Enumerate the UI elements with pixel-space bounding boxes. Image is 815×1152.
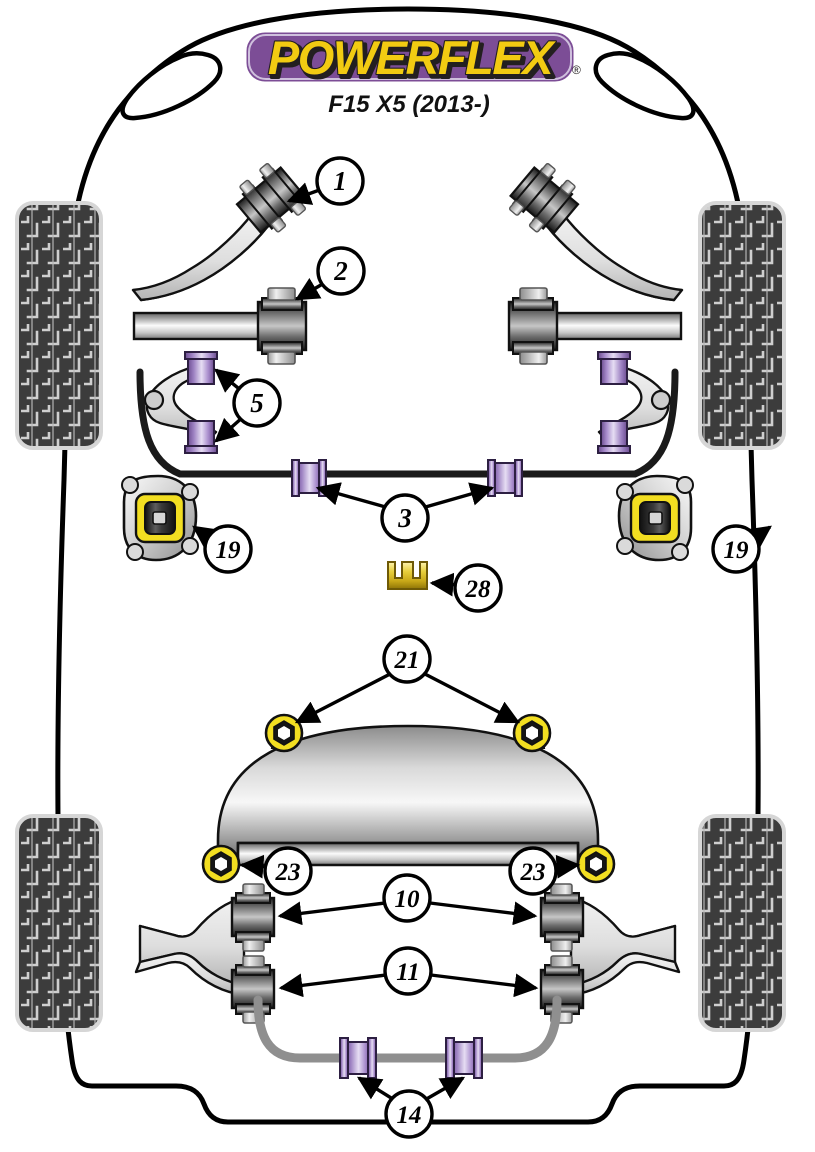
callout-10-rear-upper-arm-bush[interactable]: 10 xyxy=(382,873,432,923)
leader-11b xyxy=(430,973,539,998)
front-radius-arms-group xyxy=(143,351,672,454)
rear-subframe-bush-front-left xyxy=(264,713,304,753)
callout-number-label: 10 xyxy=(395,886,421,913)
callout-3-front-anti-roll-bar-bush[interactable]: 3 xyxy=(380,493,430,543)
logo-wordmark: POWERFLEX xyxy=(268,31,556,84)
engine-mounts-group xyxy=(121,474,694,562)
callout-19-engine-mount-insert-left[interactable]: 19 xyxy=(203,524,253,574)
callout-number-label: 11 xyxy=(396,959,420,986)
callout-number-label: 1 xyxy=(333,166,347,196)
logo-plate xyxy=(243,29,577,85)
front-radius-arm-right xyxy=(597,351,672,454)
powerflex-logo: POWERFLEX POWERFLEX ® xyxy=(243,29,581,89)
engine-mount-left xyxy=(121,474,199,562)
callout-number-label: 2 xyxy=(333,256,348,286)
rear-knuckle-left xyxy=(134,883,276,1024)
callout-number-label: 19 xyxy=(216,537,242,564)
leader-11a xyxy=(278,973,387,998)
callout-number-label: 21 xyxy=(394,647,420,674)
front-lower-arm-right xyxy=(507,287,683,365)
registered-trademark-icon: ® xyxy=(572,63,581,77)
front-upper-arm-right xyxy=(508,162,684,302)
front-arb-bush-right xyxy=(487,459,523,497)
leader-21b xyxy=(422,671,521,724)
engine-mount-right xyxy=(616,474,694,562)
callout-circle xyxy=(711,524,761,574)
callout-28-gearbox-mount-insert[interactable]: 28 xyxy=(453,563,503,613)
callout-21-rear-subframe-front-bush[interactable]: 21 xyxy=(382,634,432,684)
callout-circle xyxy=(380,493,430,543)
callout-circle xyxy=(453,563,503,613)
callout-circle xyxy=(232,378,282,428)
leader-23L xyxy=(239,854,269,879)
callout-number-label: 23 xyxy=(275,859,301,886)
callout-circle xyxy=(383,946,433,996)
leader-3a xyxy=(315,482,390,510)
callout-number-label: 19 xyxy=(724,537,750,564)
leader-14a xyxy=(356,1076,397,1103)
front-lower-arm-left xyxy=(132,287,308,365)
front-radius-arm-left xyxy=(143,351,218,454)
logo-plate-inner-border xyxy=(248,34,572,80)
front-right-tyre xyxy=(698,201,786,450)
callout-number-label: 14 xyxy=(397,1102,422,1129)
rear-arb-bush-left xyxy=(339,1037,377,1079)
rear-arb-bush-right xyxy=(445,1037,483,1079)
left-mirror-icon xyxy=(120,51,223,121)
rear-anti-roll-bar xyxy=(253,995,562,1079)
leader-21a xyxy=(294,671,393,724)
callout-11-rear-lower-arm-bush[interactable]: 11 xyxy=(383,946,433,996)
callout-number-label: 3 xyxy=(397,503,412,533)
rear-left-tyre xyxy=(15,814,103,1032)
front-lower-arms-group xyxy=(132,287,683,365)
rear-subframe-bush-rear-right xyxy=(576,844,616,884)
leader-5b xyxy=(214,415,245,443)
rear-subframe xyxy=(201,713,616,884)
callout-circle xyxy=(203,524,253,574)
leader-10a xyxy=(277,901,386,926)
tyres-group xyxy=(15,201,786,1032)
leader-10b xyxy=(429,901,538,926)
rear-knuckle-right xyxy=(539,883,681,1024)
callout-circle xyxy=(316,246,366,296)
rear-subframe-bush-front-right xyxy=(512,713,552,753)
callout-circle xyxy=(382,634,432,684)
logo-wordmark-shadow: POWERFLEX xyxy=(271,34,559,87)
leader-14b xyxy=(422,1076,466,1103)
callout-5-front-radius-arm-bush[interactable]: 5 xyxy=(232,378,282,428)
front-left-tyre xyxy=(15,201,103,450)
right-mirror-icon xyxy=(593,51,696,121)
callout-19-engine-mount-insert-right[interactable]: 19 xyxy=(711,524,761,574)
callout-circle xyxy=(384,1089,434,1139)
callout-23-rear-subframe-rear-bush-left[interactable]: 23 xyxy=(263,846,313,896)
rear-subframe-bush-rear-left xyxy=(201,844,241,884)
leader-3b xyxy=(421,482,495,510)
callout-number-label: 5 xyxy=(250,388,264,418)
rear-control-arms-group xyxy=(134,883,681,1024)
callout-2-front-lower-arm-bush[interactable]: 2 xyxy=(316,246,366,296)
page-title: F15 X5 (2013-) xyxy=(328,91,489,118)
rear-right-tyre xyxy=(698,814,786,1032)
callout-circle xyxy=(508,846,558,896)
callout-23-rear-subframe-rear-bush-right[interactable]: 23 xyxy=(508,846,558,896)
callout-leader-lines xyxy=(192,182,772,1103)
callout-14-rear-anti-roll-bar-bush[interactable]: 14 xyxy=(384,1089,434,1139)
callout-circle xyxy=(263,846,313,896)
callout-circle xyxy=(382,873,432,923)
callout-1-front-upper-arm-bush[interactable]: 1 xyxy=(315,156,365,206)
callout-number-label: 23 xyxy=(520,859,546,886)
callout-number-bubbles: 1 2 5 3 19 19 28 21 23 23 10 11 14 xyxy=(203,156,761,1139)
callout-number-label: 28 xyxy=(465,576,492,603)
front-arb-bush-left xyxy=(291,459,327,497)
gearbox-mount-insert xyxy=(387,561,428,590)
callout-circle xyxy=(315,156,365,206)
